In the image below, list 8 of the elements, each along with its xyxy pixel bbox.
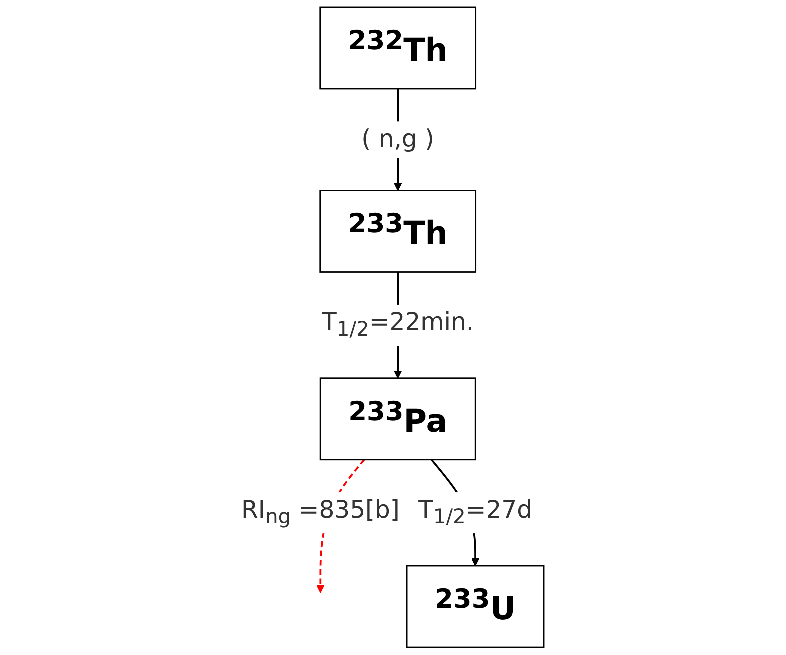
node-box: $^{232}$Th	[320, 6, 477, 90]
node-box: $^{233}$Th	[320, 190, 477, 273]
edge-label: ( n,g )	[362, 125, 435, 154]
node-box: $^{233}$Pa	[320, 378, 477, 461]
node-box: $^{233}$U	[406, 565, 545, 648]
edge-label: T$_{1/2}$=27d	[418, 496, 533, 530]
edge-label: RI$_{ng}$ =835[b]	[242, 496, 400, 530]
edge-label: T$_{1/2}$=22min.	[322, 308, 474, 342]
